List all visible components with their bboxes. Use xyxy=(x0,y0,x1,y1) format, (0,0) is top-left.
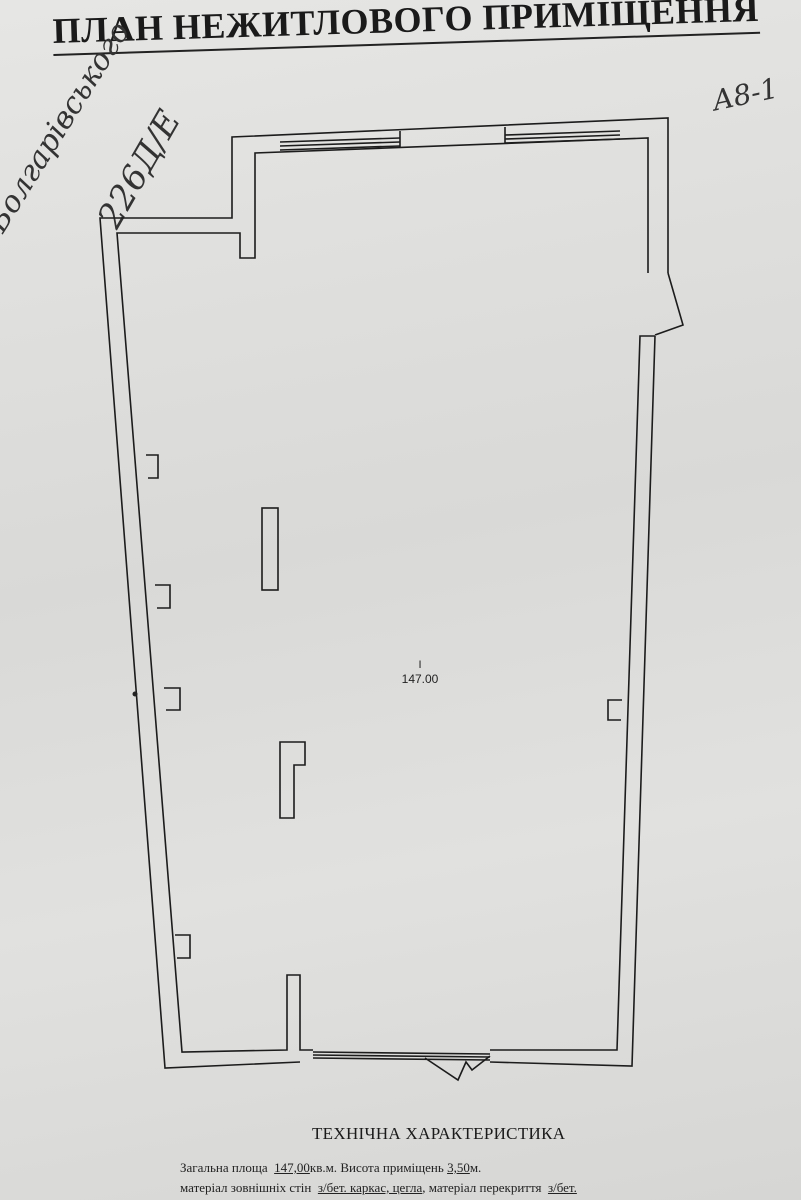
inner-wall xyxy=(116,137,649,1053)
walls-label: матеріал зовнішніх стін xyxy=(180,1180,312,1195)
total-area-label: Загальна площа xyxy=(180,1160,268,1175)
outer-wall-outline xyxy=(99,117,669,1069)
height-unit: м. xyxy=(469,1160,482,1175)
spec-line-area: Загальна площа 147,00кв.м. Висота приміщ… xyxy=(180,1160,481,1176)
pilaster xyxy=(155,584,171,609)
window-top-left xyxy=(279,137,401,151)
inner-wall-right xyxy=(490,335,655,1051)
column-l-shape xyxy=(279,741,306,819)
entrance-door xyxy=(424,1055,491,1082)
window-top-right xyxy=(504,130,621,144)
window-bottom xyxy=(312,1051,491,1061)
pilaster xyxy=(607,699,622,721)
height-value: 3,50 xyxy=(447,1160,470,1175)
pilaster xyxy=(164,687,181,711)
room-number: I xyxy=(418,659,421,671)
room-area: 147.00 xyxy=(402,672,439,686)
height-label: Висота приміщень xyxy=(340,1160,444,1175)
pilaster xyxy=(146,454,159,479)
tech-heading: ТЕХНІЧНА ХАРАКТЕРИСТИКА xyxy=(312,1124,566,1143)
ceiling-label: , матеріал перекриття xyxy=(422,1180,542,1195)
window-divider xyxy=(399,127,506,147)
spec-line-materials: матеріал зовнішніх стін з/бет. каркас, ц… xyxy=(180,1180,577,1196)
outer-wall-right xyxy=(489,335,656,1067)
total-area-value: 147,00 xyxy=(274,1160,310,1175)
pilaster xyxy=(175,934,191,959)
walls-value: з/бет. каркас, цегла xyxy=(317,1180,423,1195)
ceiling-value: з/бет. xyxy=(547,1180,577,1195)
column xyxy=(261,507,279,591)
total-area-unit: кв.м. xyxy=(309,1160,338,1175)
side-door xyxy=(654,272,684,336)
ink-dot xyxy=(132,691,138,697)
